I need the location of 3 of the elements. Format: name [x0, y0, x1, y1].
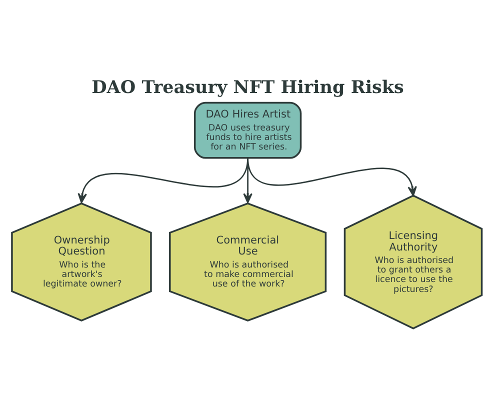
arrow [247, 157, 417, 196]
diagram-title: DAO Treasury NFT Hiring Risks [92, 78, 404, 98]
node-box: DAO Hires Artist DAO uses treasury funds to hire artists for an NFT series. [194, 101, 302, 158]
